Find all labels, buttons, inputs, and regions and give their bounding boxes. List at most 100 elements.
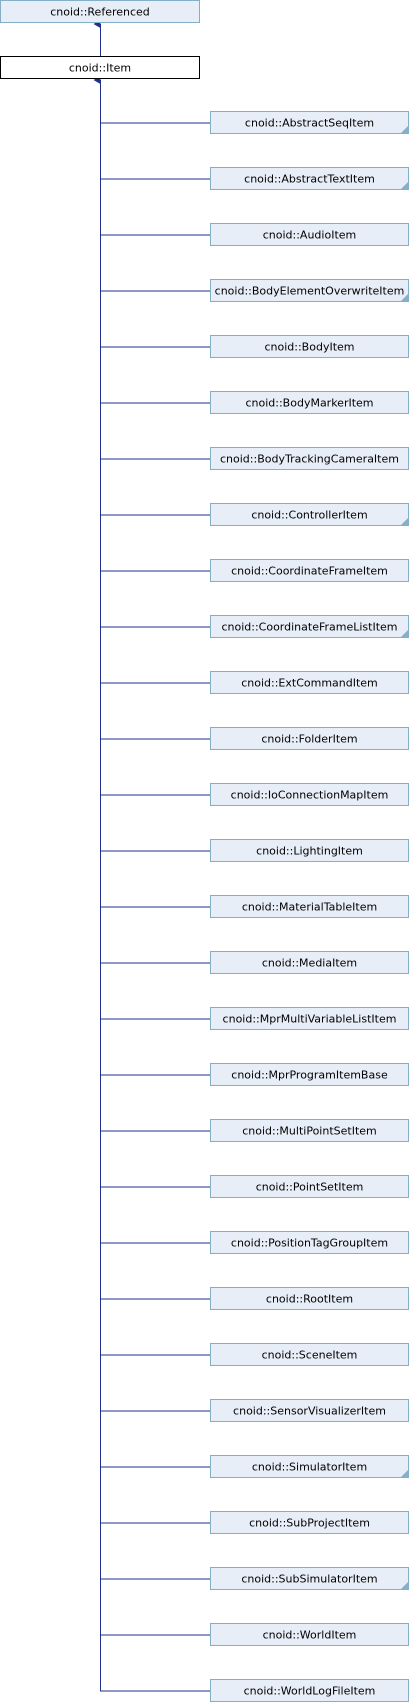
class-node-body-element-overwrite-item-label: cnoid::BodyElementOverwriteItem [215, 285, 405, 298]
class-node-root-item-label: cnoid::RootItem [266, 1293, 353, 1306]
class-node-folder-item-box [210, 727, 409, 750]
class-node-mpr-multi-variable-list-item[interactable]: cnoid::MprMultiVariableListItem [210, 1007, 409, 1030]
class-node-ext-command-item-label: cnoid::ExtCommandItem [241, 677, 378, 690]
class-node-sub-project-item-box [210, 1511, 409, 1534]
class-node-scene-item-box [210, 1343, 409, 1366]
class-node-world-item-box [210, 1623, 409, 1646]
class-node-abstract-text-item[interactable]: cnoid::AbstractTextItem [210, 167, 409, 190]
has-subclasses-marker-icon [401, 1470, 408, 1477]
class-node-lighting-item-box [210, 839, 409, 862]
class-node-material-table-item[interactable]: cnoid::MaterialTableItem [210, 895, 409, 918]
class-node-material-table-item-label: cnoid::MaterialTableItem [242, 901, 377, 914]
class-node-point-set-item[interactable]: cnoid::PointSetItem [210, 1175, 409, 1198]
class-node-root-item-box [210, 1287, 409, 1310]
class-node-abstract-seq-item[interactable]: cnoid::AbstractSeqItem [210, 111, 409, 134]
class-node-controller-item-label: cnoid::ControllerItem [251, 509, 367, 522]
class-node-point-set-item-label: cnoid::PointSetItem [256, 1181, 364, 1194]
class-node-coordinate-frame-item[interactable]: cnoid::CoordinateFrameItem [210, 559, 409, 582]
class-node-position-tag-group-item-label: cnoid::PositionTagGroupItem [231, 1237, 388, 1250]
class-node-item-current[interactable]: cnoid::Item [0, 56, 200, 79]
class-node-controller-item-box [210, 503, 409, 526]
class-node-ext-command-item[interactable]: cnoid::ExtCommandItem [210, 671, 409, 694]
class-node-simulator-item[interactable]: cnoid::SimulatorItem [210, 1455, 409, 1478]
class-node-media-item-box [210, 951, 409, 974]
class-node-point-set-item-box [210, 1175, 409, 1198]
class-node-simulator-item-label: cnoid::SimulatorItem [252, 1461, 367, 1474]
class-node-folder-item[interactable]: cnoid::FolderItem [210, 727, 409, 750]
class-node-media-item-label: cnoid::MediaItem [262, 957, 357, 970]
class-node-body-item[interactable]: cnoid::BodyItem [210, 335, 409, 358]
class-node-abstract-text-item-label: cnoid::AbstractTextItem [244, 173, 375, 186]
class-node-abstract-seq-item-label: cnoid::AbstractSeqItem [245, 117, 374, 130]
class-node-world-log-file-item-box [210, 1679, 409, 1702]
class-node-mpr-multi-variable-list-item-label: cnoid::MprMultiVariableListItem [223, 1013, 397, 1026]
class-node-sensor-visualizer-item[interactable]: cnoid::SensorVisualizerItem [210, 1399, 409, 1422]
has-subclasses-marker-icon [401, 518, 408, 525]
class-node-coordinate-frame-item-label: cnoid::CoordinateFrameItem [231, 565, 388, 578]
class-node-referenced[interactable]: cnoid::Referenced [0, 0, 200, 23]
class-node-body-marker-item-label: cnoid::BodyMarkerItem [245, 397, 373, 410]
has-subclasses-marker-icon [401, 126, 408, 133]
class-node-ext-command-item-box [210, 671, 409, 694]
class-node-sensor-visualizer-item-box [210, 1399, 409, 1422]
class-node-multi-point-set-item-label: cnoid::MultiPointSetItem [242, 1125, 377, 1138]
class-node-sensor-visualizer-item-label: cnoid::SensorVisualizerItem [233, 1405, 386, 1418]
class-node-position-tag-group-item[interactable]: cnoid::PositionTagGroupItem [210, 1231, 409, 1254]
class-node-multi-point-set-item-box [210, 1119, 409, 1142]
class-node-position-tag-group-item-box [210, 1231, 409, 1254]
class-node-coordinate-frame-list-item-label: cnoid::CoordinateFrameListItem [221, 621, 397, 634]
class-node-root-item[interactable]: cnoid::RootItem [210, 1287, 409, 1310]
class-node-multi-point-set-item[interactable]: cnoid::MultiPointSetItem [210, 1119, 409, 1142]
class-node-io-connection-map-item-box [210, 783, 409, 806]
class-node-world-log-file-item[interactable]: cnoid::WorldLogFileItem [210, 1679, 409, 1702]
class-node-world-item[interactable]: cnoid::WorldItem [210, 1623, 409, 1646]
inheritance-edges [93, 20, 210, 1692]
class-node-audio-item-label: cnoid::AudioItem [263, 229, 357, 242]
class-node-controller-item[interactable]: cnoid::ControllerItem [210, 503, 409, 526]
class-node-coordinate-frame-list-item[interactable]: cnoid::CoordinateFrameListItem [210, 615, 409, 638]
class-node-item-current-box [0, 56, 200, 79]
class-node-lighting-item[interactable]: cnoid::LightingItem [210, 839, 409, 862]
class-node-body-marker-item-box [210, 391, 409, 414]
class-node-abstract-seq-item-box [210, 111, 409, 134]
class-node-referenced-label: cnoid::Referenced [50, 6, 150, 19]
class-node-folder-item-label: cnoid::FolderItem [261, 733, 357, 746]
class-node-scene-item-label: cnoid::SceneItem [262, 1349, 358, 1362]
class-node-body-element-overwrite-item-box [210, 279, 409, 302]
class-node-material-table-item-box [210, 895, 409, 918]
class-node-world-item-label: cnoid::WorldItem [263, 1629, 357, 1642]
has-subclasses-marker-icon [401, 294, 408, 301]
class-node-scene-item[interactable]: cnoid::SceneItem [210, 1343, 409, 1366]
class-node-sub-simulator-item-label: cnoid::SubSimulatorItem [241, 1573, 377, 1586]
class-node-audio-item[interactable]: cnoid::AudioItem [210, 223, 409, 246]
class-node-simulator-item-box [210, 1455, 409, 1478]
class-node-io-connection-map-item[interactable]: cnoid::IoConnectionMapItem [210, 783, 409, 806]
class-node-body-item-label: cnoid::BodyItem [264, 341, 354, 354]
class-node-coordinate-frame-list-item-box [210, 615, 409, 638]
class-node-body-marker-item[interactable]: cnoid::BodyMarkerItem [210, 391, 409, 414]
class-node-world-log-file-item-label: cnoid::WorldLogFileItem [244, 1685, 376, 1698]
class-node-audio-item-box [210, 223, 409, 246]
class-node-mpr-program-item-base[interactable]: cnoid::MprProgramItemBase [210, 1063, 409, 1086]
class-node-lighting-item-label: cnoid::LightingItem [256, 845, 363, 858]
has-subclasses-marker-icon [401, 1582, 408, 1589]
class-node-body-element-overwrite-item[interactable]: cnoid::BodyElementOverwriteItem [210, 279, 409, 302]
class-node-body-item-box [210, 335, 409, 358]
class-node-sub-simulator-item[interactable]: cnoid::SubSimulatorItem [210, 1567, 409, 1590]
class-node-abstract-text-item-box [210, 167, 409, 190]
class-node-mpr-program-item-base-box [210, 1063, 409, 1086]
class-node-sub-project-item-label: cnoid::SubProjectItem [249, 1517, 370, 1530]
class-node-io-connection-map-item-label: cnoid::IoConnectionMapItem [231, 789, 389, 802]
class-node-item-current-label: cnoid::Item [69, 62, 131, 75]
class-node-sub-project-item[interactable]: cnoid::SubProjectItem [210, 1511, 409, 1534]
class-node-body-tracking-camera-item[interactable]: cnoid::BodyTrackingCameraItem [210, 447, 409, 470]
class-node-sub-simulator-item-box [210, 1567, 409, 1590]
class-node-coordinate-frame-item-box [210, 559, 409, 582]
has-subclasses-marker-icon [401, 630, 408, 637]
class-node-mpr-program-item-base-label: cnoid::MprProgramItemBase [231, 1069, 388, 1082]
class-node-body-tracking-camera-item-label: cnoid::BodyTrackingCameraItem [220, 453, 399, 466]
has-subclasses-marker-icon [401, 182, 408, 189]
class-node-media-item[interactable]: cnoid::MediaItem [210, 951, 409, 974]
